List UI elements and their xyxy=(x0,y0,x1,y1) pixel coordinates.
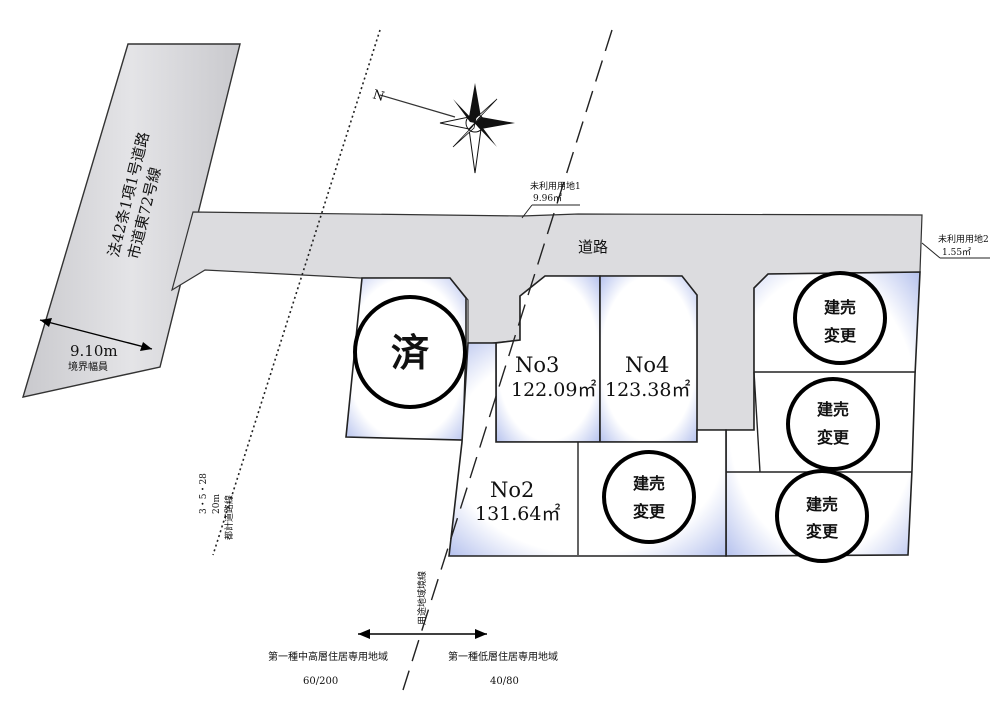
lot-no4-name: No4 xyxy=(625,353,669,377)
lot-no2-name: No2 xyxy=(490,478,534,502)
zone-arrow xyxy=(358,629,487,639)
unused-land-2-callout: 未利用用地2 1.55㎡ xyxy=(921,233,990,259)
main-road-label: 道路 xyxy=(578,238,608,256)
sold-mark-text: 済 xyxy=(391,330,430,375)
built-mark-3: 建売 変更 xyxy=(775,469,869,563)
city-plan-road-label: 3・5・28 20m 都計道路線 xyxy=(199,473,235,540)
lot-no2-area: 131.64㎡ xyxy=(475,502,560,525)
svg-text:N: N xyxy=(371,87,386,105)
zone-west-name: 第一種中高層住居専用地域 xyxy=(268,650,388,663)
built-mark-4-line2: 変更 xyxy=(633,502,666,521)
unused-land-1-callout: 未利用用地1 9.96㎡ xyxy=(521,180,581,219)
side-road-width: 9.10m xyxy=(70,342,118,360)
zone-west-ratio: 60/200 xyxy=(303,676,338,687)
sold-mark: 済 xyxy=(353,295,467,409)
lot-no4 xyxy=(599,275,698,443)
built-mark-3-line1: 建売 xyxy=(806,495,838,514)
zone-east-name: 第一種低層住居専用地域 xyxy=(448,650,558,663)
built-mark-1: 建売 変更 xyxy=(793,271,887,365)
built-mark-3-line2: 変更 xyxy=(806,522,839,541)
zone-east-ratio: 40/80 xyxy=(490,676,519,687)
lot-no4-area: 123.38㎡ xyxy=(605,378,690,401)
city-plan-road-line3: 都計道路線 xyxy=(223,495,235,540)
built-mark-4: 建売 変更 xyxy=(602,450,696,544)
unused-land-2-area: 1.55㎡ xyxy=(942,247,971,258)
unused-land-1-name: 未利用用地1 xyxy=(530,180,581,192)
side-road-width-dimension: 9.10m 境界幅員 xyxy=(39,318,153,373)
built-mark-2: 建売 変更 xyxy=(786,377,880,471)
built-mark-2-line1: 建売 xyxy=(817,400,849,419)
city-plan-road-line1: 3・5・28 xyxy=(199,473,209,514)
built-mark-1-line2: 変更 xyxy=(824,326,857,345)
built-mark-2-line2: 変更 xyxy=(817,428,850,447)
zone-boundary-label: 用途地域境線 xyxy=(416,571,428,625)
lot-no3-area: 122.09㎡ xyxy=(511,378,596,401)
unused-land-1-area: 9.96㎡ xyxy=(533,193,562,204)
city-plan-road-line xyxy=(212,29,381,556)
zone-boundary-line xyxy=(402,29,613,691)
lot-no3-name: No3 xyxy=(515,353,559,377)
built-mark-4-line1: 建売 xyxy=(633,474,665,493)
city-plan-road-line2: 20m xyxy=(212,494,222,514)
unused-land-2-name: 未利用用地2 xyxy=(938,233,989,245)
side-road xyxy=(21,43,241,398)
side-road-width-note: 境界幅員 xyxy=(68,360,108,373)
compass-rose-icon: N xyxy=(371,83,515,174)
built-mark-1-line1: 建売 xyxy=(824,298,856,317)
